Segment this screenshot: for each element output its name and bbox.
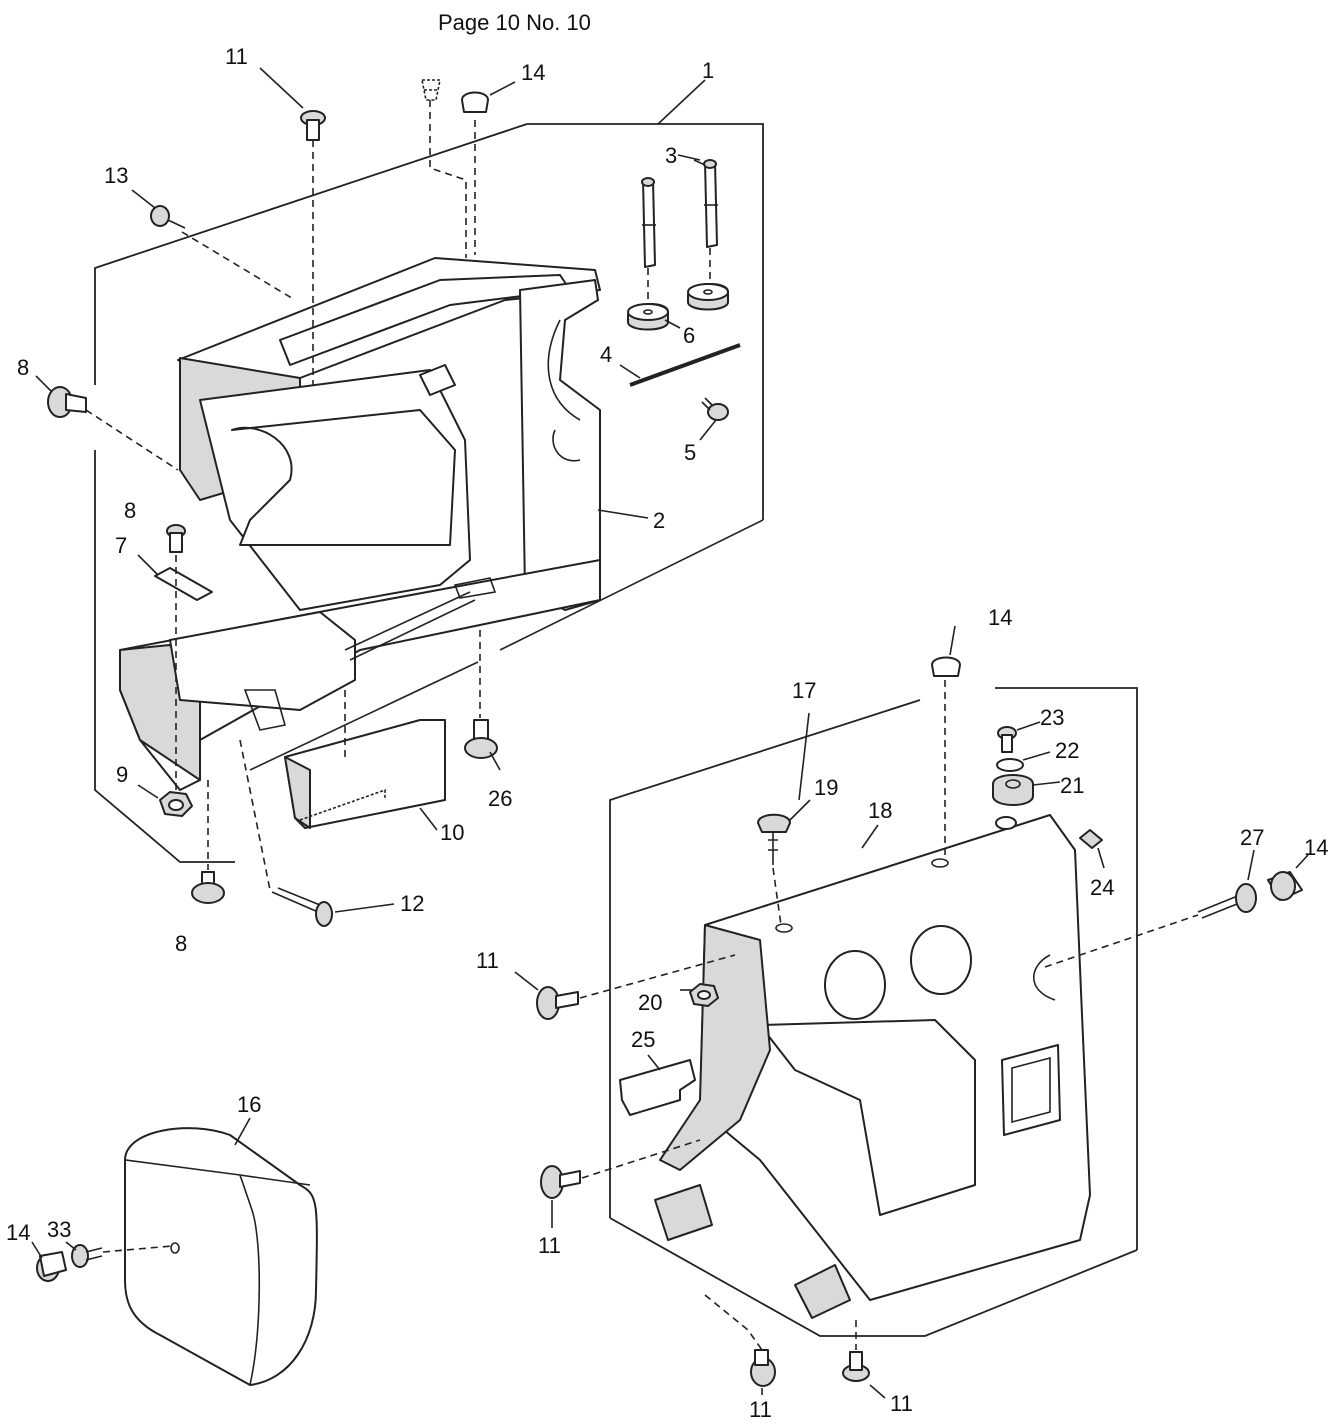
label-11-front-lower: 11 — [538, 1233, 561, 1258]
clip-24 — [1079, 829, 1103, 849]
screw-8-mid — [166, 524, 186, 553]
screw-ref-page10 — [421, 79, 441, 101]
label-22: 22 — [1055, 738, 1079, 763]
leader-lines — [31, 67, 1309, 1399]
bracket-25 — [619, 1059, 696, 1116]
group-1-frame — [94, 123, 764, 863]
label-26: 26 — [488, 786, 512, 811]
label-12: 12 — [400, 891, 424, 916]
label-20: 20 — [638, 990, 662, 1015]
assembly-lines — [85, 100, 1199, 1351]
screw-5 — [701, 397, 729, 421]
label-14-face: 14 — [6, 1220, 30, 1245]
cap-14-right — [1267, 871, 1303, 901]
spool-felts — [627, 283, 729, 331]
label-8-left: 8 — [17, 355, 29, 380]
foot-26 — [464, 719, 498, 759]
label-11-bottom-left: 11 — [749, 1397, 772, 1422]
label-1: 1 — [702, 58, 714, 83]
label-16: 16 — [237, 1092, 261, 1117]
reference-note: Page 10 No. 10 — [438, 10, 591, 35]
screw-11-bottom-right — [842, 1351, 870, 1382]
label-10: 10 — [440, 820, 464, 845]
label-8-mid: 8 — [124, 498, 136, 523]
front-cover — [654, 814, 1091, 1319]
screw-11-top — [300, 110, 326, 141]
part-labels: Page 10 No. 10 1 2 3 4 5 6 7 8 8 8 9 10 … — [6, 10, 1328, 1422]
nut-9 — [159, 791, 193, 817]
washer-22 — [996, 758, 1024, 772]
screw-27 — [1197, 883, 1257, 919]
label-2: 2 — [653, 508, 665, 533]
label-25: 25 — [631, 1027, 655, 1052]
plate-7 — [154, 567, 213, 601]
screw-11-front-upper — [536, 986, 579, 1020]
screw-23 — [997, 726, 1017, 753]
cap-14-front-top — [931, 656, 961, 677]
label-11-front-upper: 11 — [476, 948, 499, 973]
label-4: 4 — [600, 342, 612, 367]
label-14-right: 14 — [1304, 835, 1328, 860]
nut-20 — [689, 983, 719, 1007]
face-cover-16 — [124, 1127, 318, 1386]
label-5: 5 — [684, 440, 696, 465]
cap-14-top — [461, 91, 489, 113]
spool-pins — [641, 159, 718, 268]
group-17-frame — [609, 687, 1138, 1337]
screw-8-left — [47, 386, 87, 418]
cover-part-10 — [284, 719, 446, 829]
label-11-top: 11 — [225, 44, 248, 69]
label-14-top: 14 — [521, 60, 545, 85]
label-23: 23 — [1040, 705, 1064, 730]
label-33: 33 — [47, 1217, 71, 1242]
label-18: 18 — [868, 798, 892, 823]
label-3: 3 — [665, 143, 677, 168]
screw-13 — [150, 205, 186, 229]
foot-8-bottom — [191, 871, 225, 904]
screw-19 — [757, 813, 791, 865]
label-17: 17 — [792, 678, 816, 703]
label-8-bottom: 8 — [175, 931, 187, 956]
label-9: 9 — [116, 762, 128, 787]
label-13: 13 — [104, 163, 128, 188]
screw-11-bottom-left — [750, 1349, 776, 1387]
screw-33 — [71, 1244, 103, 1268]
screw-11-front-lower — [540, 1165, 581, 1199]
label-24: 24 — [1090, 875, 1114, 900]
spool-rod — [629, 343, 741, 387]
cap-14-face — [36, 1251, 67, 1282]
label-6: 6 — [683, 323, 695, 348]
label-27: 27 — [1240, 825, 1264, 850]
label-14-front-top: 14 — [988, 605, 1012, 630]
label-19: 19 — [814, 775, 838, 800]
rear-cover — [119, 257, 601, 791]
label-11-bottom-right: 11 — [890, 1391, 913, 1416]
screw-12 — [271, 887, 333, 927]
bushing-21 — [992, 774, 1034, 806]
label-7: 7 — [115, 533, 127, 558]
label-21: 21 — [1060, 773, 1084, 798]
